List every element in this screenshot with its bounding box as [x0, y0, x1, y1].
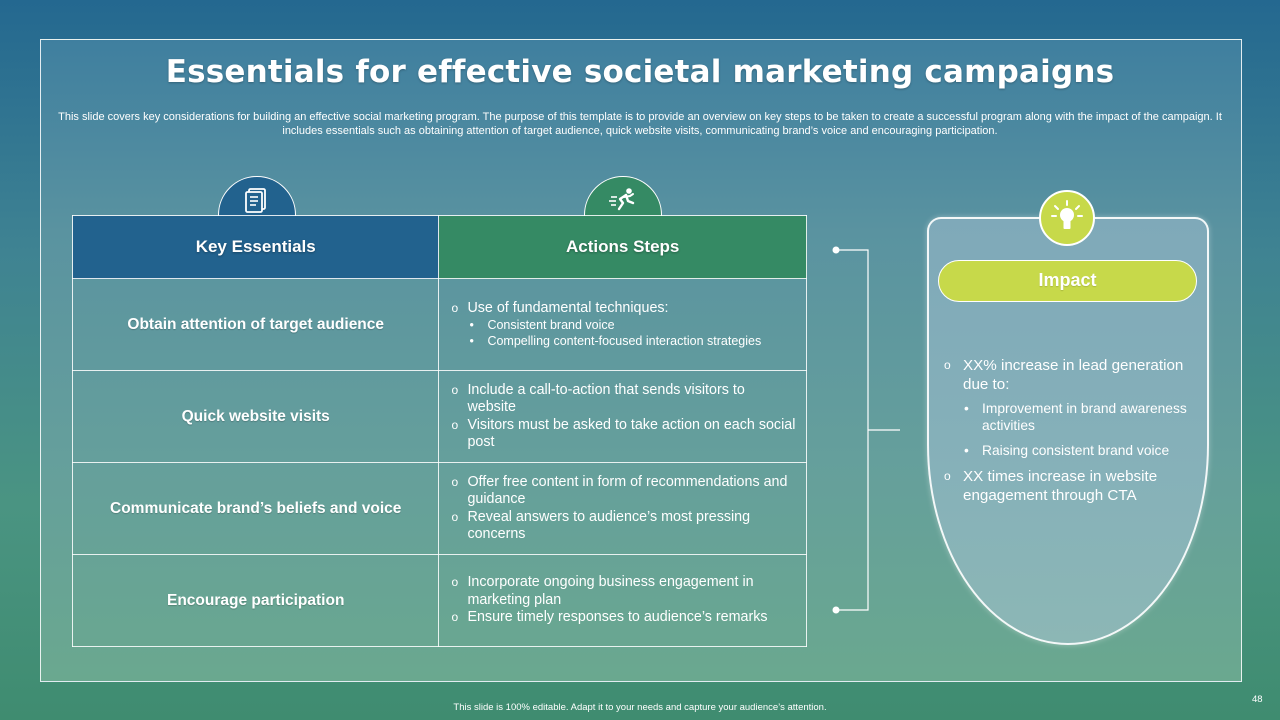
table-header-row: Key Essentials Actions Steps — [71, 215, 807, 279]
impact-label: Impact — [938, 260, 1197, 302]
circle-bullet-icon: o — [451, 509, 459, 524]
bullet-icon: • — [964, 443, 969, 458]
circle-bullet-icon: o — [451, 300, 459, 315]
bullet-icon: • — [469, 318, 474, 333]
slide-title: Essentials for effective societal market… — [165, 54, 1115, 90]
circle-bullet-icon: o — [451, 610, 459, 625]
bullet-icon: • — [964, 401, 969, 416]
action-steps-header: Actions Steps — [438, 215, 807, 279]
circle-bullet-icon: o — [451, 382, 459, 397]
circle-bullet-icon: o — [451, 417, 459, 432]
impact-sub-item: •Raising consistent brand voice — [964, 443, 1170, 458]
sub-action-item: •Compelling content-focused interaction … — [469, 334, 762, 349]
slide-subtitle: This slide covers key considerations for… — [58, 111, 1222, 137]
bullet-icon: • — [469, 334, 474, 349]
key-essentials-header: Key Essentials — [71, 215, 440, 279]
essential-cell: Quick website visits — [71, 370, 440, 463]
lightbulb-icon — [1039, 190, 1095, 246]
circle-bullet-icon: o — [944, 469, 951, 483]
footer-note: This slide is 100% editable. Adapt it to… — [453, 702, 827, 713]
circle-bullet-icon: o — [451, 474, 459, 489]
essential-cell: Communicate brand’s beliefs and voice — [71, 462, 440, 555]
circle-bullet-icon: o — [944, 358, 951, 372]
essential-cell: Obtain attention of target audience — [71, 278, 440, 371]
circle-bullet-icon: o — [451, 575, 459, 590]
sub-action-item: •Consistent brand voice — [469, 318, 615, 333]
impact-sub-item: •Improvement in brand awareness activiti… — [964, 401, 1187, 433]
essential-cell: Encourage participation — [71, 554, 440, 647]
bracket-connector — [832, 246, 900, 614]
essentials-table: Key Essentials Actions Steps Obtain atte… — [71, 215, 807, 647]
page-number: 48 — [1252, 694, 1263, 705]
